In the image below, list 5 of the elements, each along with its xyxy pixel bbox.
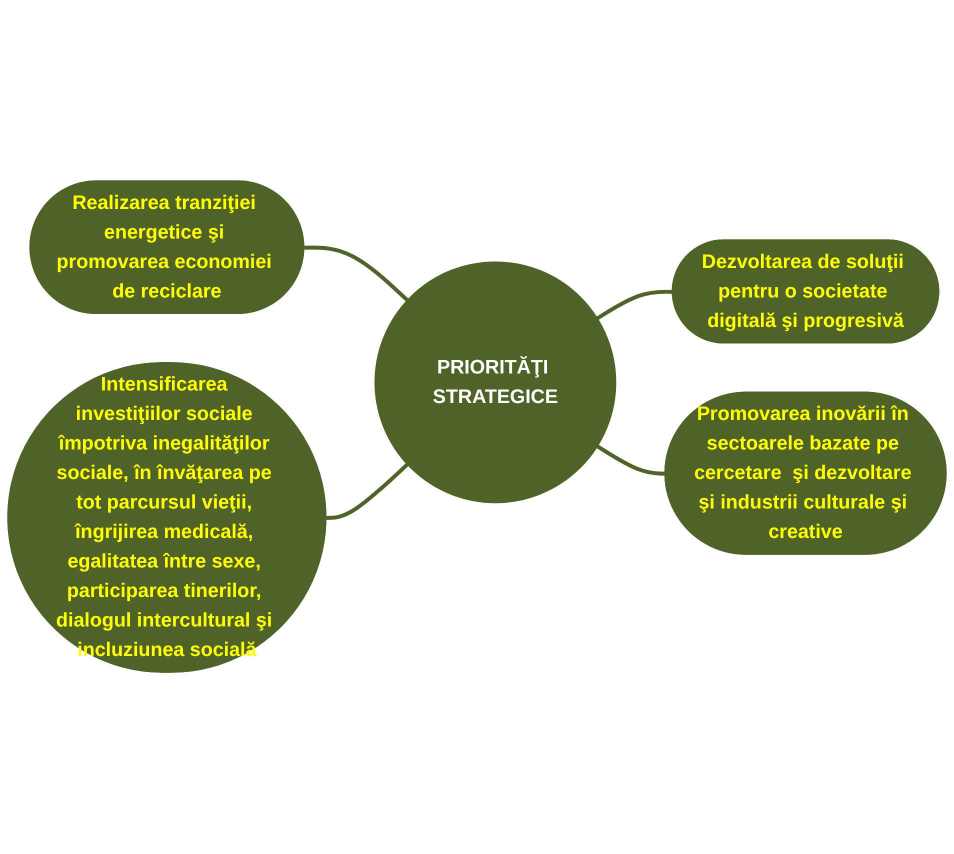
connector [304,246,409,302]
node-circle: PRIORITĂŢI STRATEGICE [374,262,616,504]
connector [596,290,673,320]
connector [596,445,666,476]
connector [326,463,409,520]
